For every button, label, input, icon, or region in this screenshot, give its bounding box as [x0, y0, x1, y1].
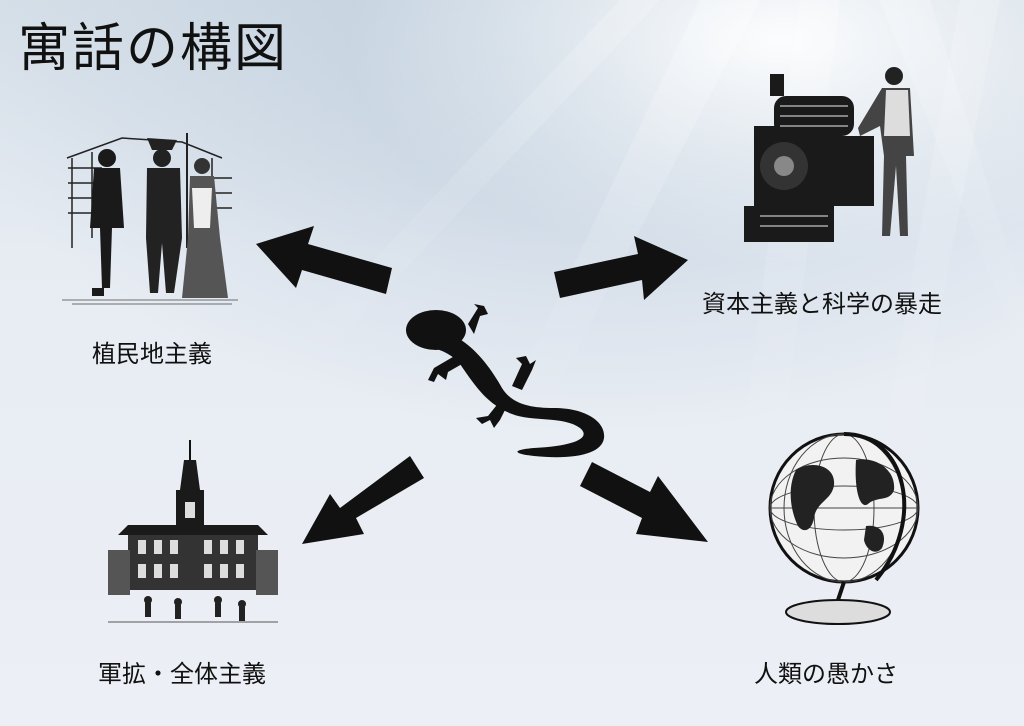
label-capitalism: 資本主義と科学の暴走 [702, 290, 942, 318]
hall-building-engraving [108, 440, 278, 623]
label-folly: 人類の愚かさ [754, 660, 898, 688]
colonists-engraving [62, 133, 238, 305]
arrow-to-militarism [302, 456, 424, 544]
page-title: 寓話の構図 [18, 19, 289, 79]
globe-engraving [768, 432, 920, 625]
label-militarism: 軍拡・全体主義 [98, 660, 266, 688]
arrow-to-folly [580, 462, 708, 542]
salamander-silhouette [406, 304, 605, 458]
arrow-to-capitalism [554, 236, 688, 300]
label-colonialism: 植民地主義 [92, 340, 212, 368]
printing-press-engraving [744, 67, 914, 242]
arrow-to-colonialism [256, 226, 392, 294]
